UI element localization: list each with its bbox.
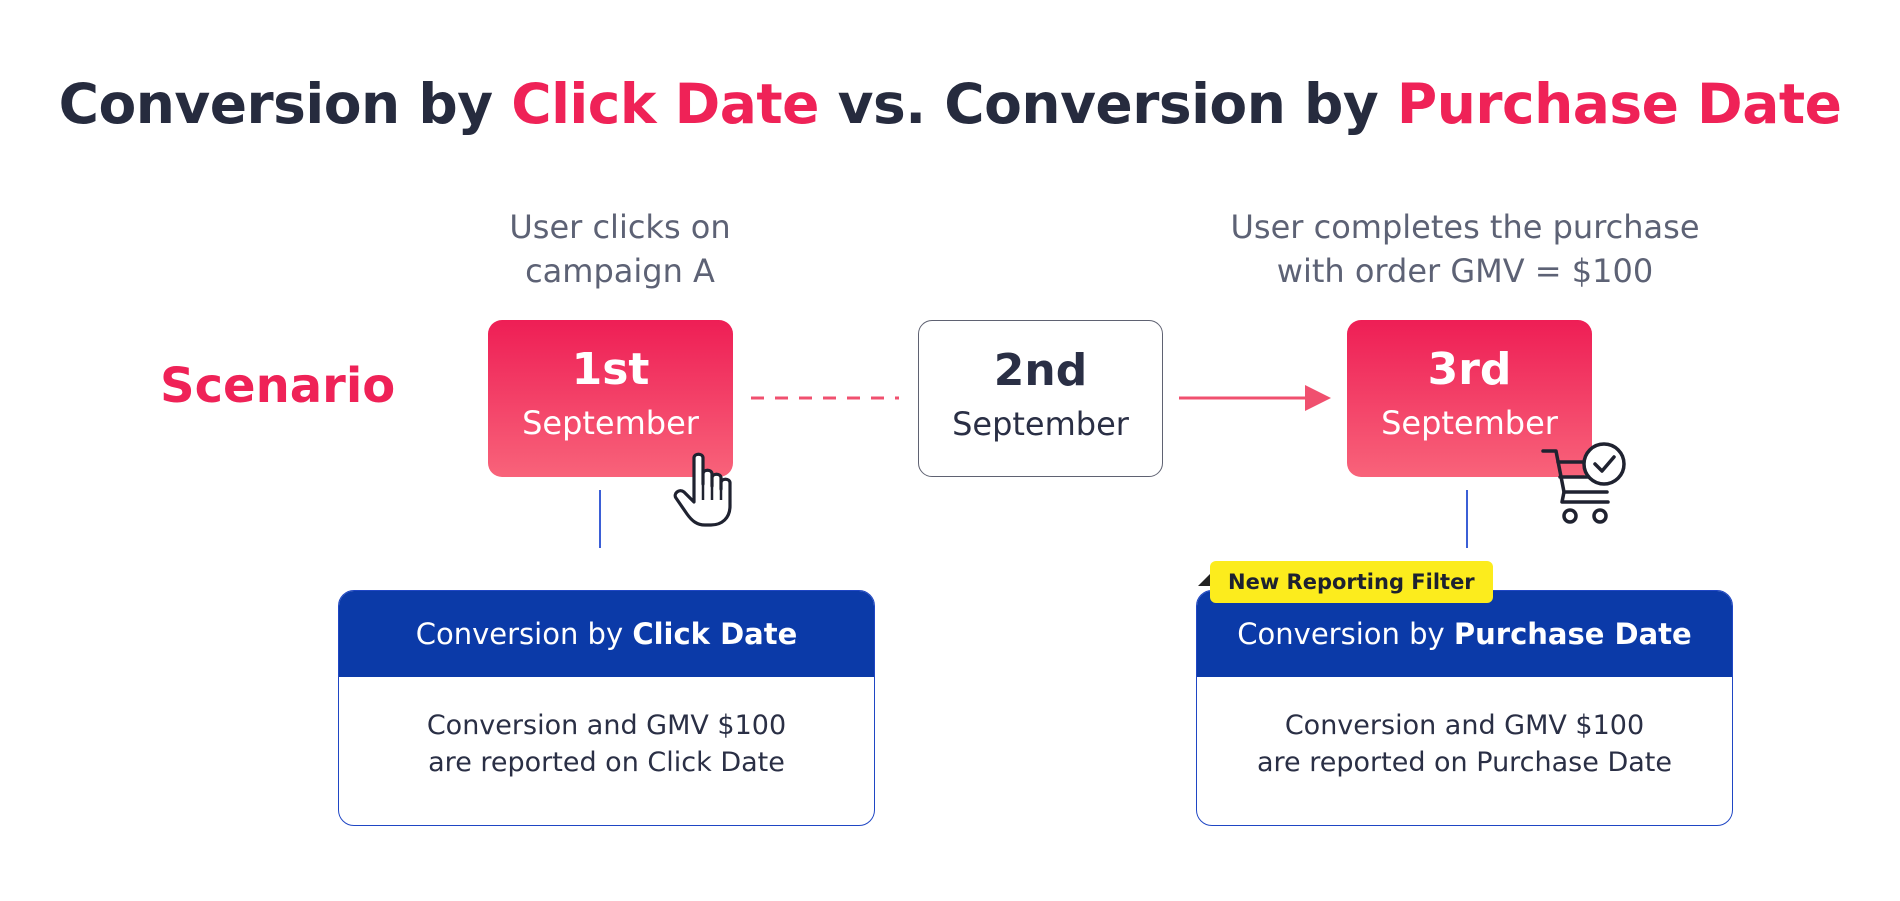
caption-purchase: User completes the purchase with order G… [1180, 205, 1750, 293]
day-1-month: September [522, 404, 699, 442]
day-1-number: 1st [571, 344, 650, 395]
title-click-date: Click Date [511, 72, 819, 136]
purchase-card-line-1: Conversion and GMV $100 [1284, 710, 1645, 741]
arrow-connector [1179, 385, 1331, 411]
click-date-card-header: Conversion by Click Date [339, 591, 874, 677]
new-filter-badge: New Reporting Filter [1210, 561, 1493, 603]
purchase-card-line-2: are reported on Purchase Date [1257, 747, 1672, 778]
click-card-head-prefix: Conversion by [415, 617, 633, 651]
caption-click: User clicks on campaign A [420, 205, 820, 293]
day-box-2: 2nd September [918, 320, 1163, 477]
purchase-date-card-header: Conversion by Purchase Date [1197, 591, 1732, 677]
purchase-connector-line [1466, 490, 1468, 548]
day-2-number: 2nd [993, 345, 1088, 396]
day-2-month: September [952, 405, 1129, 443]
purchase-date-card-body: Conversion and GMV $100 are reported on … [1197, 677, 1732, 781]
day-3-number: 3rd [1427, 344, 1512, 395]
caption-purchase-line-2: with order GMV = $100 [1276, 252, 1654, 290]
badge-fold [1198, 572, 1212, 586]
purchase-date-card: Conversion by Purchase Date Conversion a… [1196, 590, 1733, 826]
click-connector-line [599, 490, 601, 548]
page-title: Conversion by Click Date vs. Conversion … [0, 72, 1900, 136]
day-3-month: September [1381, 404, 1558, 442]
cart-check-icon [1541, 442, 1626, 524]
click-date-card-body: Conversion and GMV $100 are reported on … [339, 677, 874, 781]
click-date-card: Conversion by Click Date Conversion and … [338, 590, 875, 826]
caption-click-line-2: campaign A [525, 252, 715, 290]
title-purchase-date: Purchase Date [1396, 72, 1842, 136]
click-card-line-1: Conversion and GMV $100 [426, 710, 787, 741]
purchase-card-head-prefix: Conversion by [1237, 617, 1454, 651]
day-box-1: 1st September [488, 320, 733, 477]
click-card-head-bold: Click Date [632, 617, 798, 651]
scenario-label: Scenario [160, 358, 396, 414]
title-part-3: vs. Conversion by [818, 72, 1397, 136]
caption-click-line-1: User clicks on [509, 208, 731, 246]
caption-purchase-line-1: User completes the purchase [1230, 208, 1700, 246]
title-part-1: Conversion by [58, 72, 512, 136]
click-card-line-2: are reported on Click Date [428, 747, 785, 778]
hand-pointer-icon [673, 452, 732, 527]
dashed-connector [751, 396, 899, 400]
purchase-card-head-bold: Purchase Date [1453, 617, 1692, 651]
